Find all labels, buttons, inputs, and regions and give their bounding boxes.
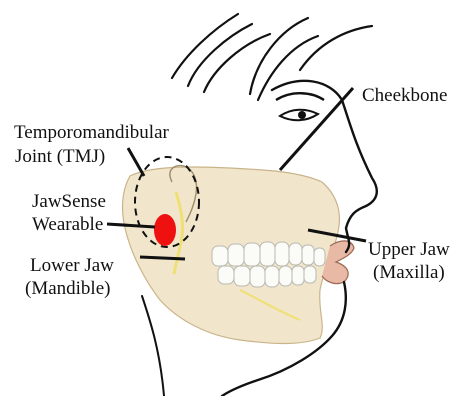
label-jawsense-line1: JawSense [32, 190, 106, 214]
wearable-red-dot [154, 214, 176, 246]
label-upper-jaw-line1: Upper Jaw [368, 238, 450, 262]
label-tmj-line2: Joint (TMJ) [15, 145, 105, 169]
label-lower-jaw-line2: (Mandible) [25, 277, 110, 301]
label-tmj-line1: Temporomandibular [14, 121, 169, 145]
eyebrow [276, 93, 324, 100]
label-lower-jaw-line1: Lower Jaw [30, 254, 114, 278]
label-upper-jaw-line2: (Maxilla) [373, 261, 445, 285]
hair [172, 14, 372, 100]
leader-lower-jaw [140, 257, 185, 259]
pupil [298, 111, 306, 119]
label-cheekbone: Cheekbone [362, 84, 447, 108]
leader-tmj [128, 148, 144, 176]
label-jawsense-line2: Wearable [32, 213, 103, 237]
neck-outline [142, 296, 164, 396]
leader-cheekbone [280, 88, 353, 170]
